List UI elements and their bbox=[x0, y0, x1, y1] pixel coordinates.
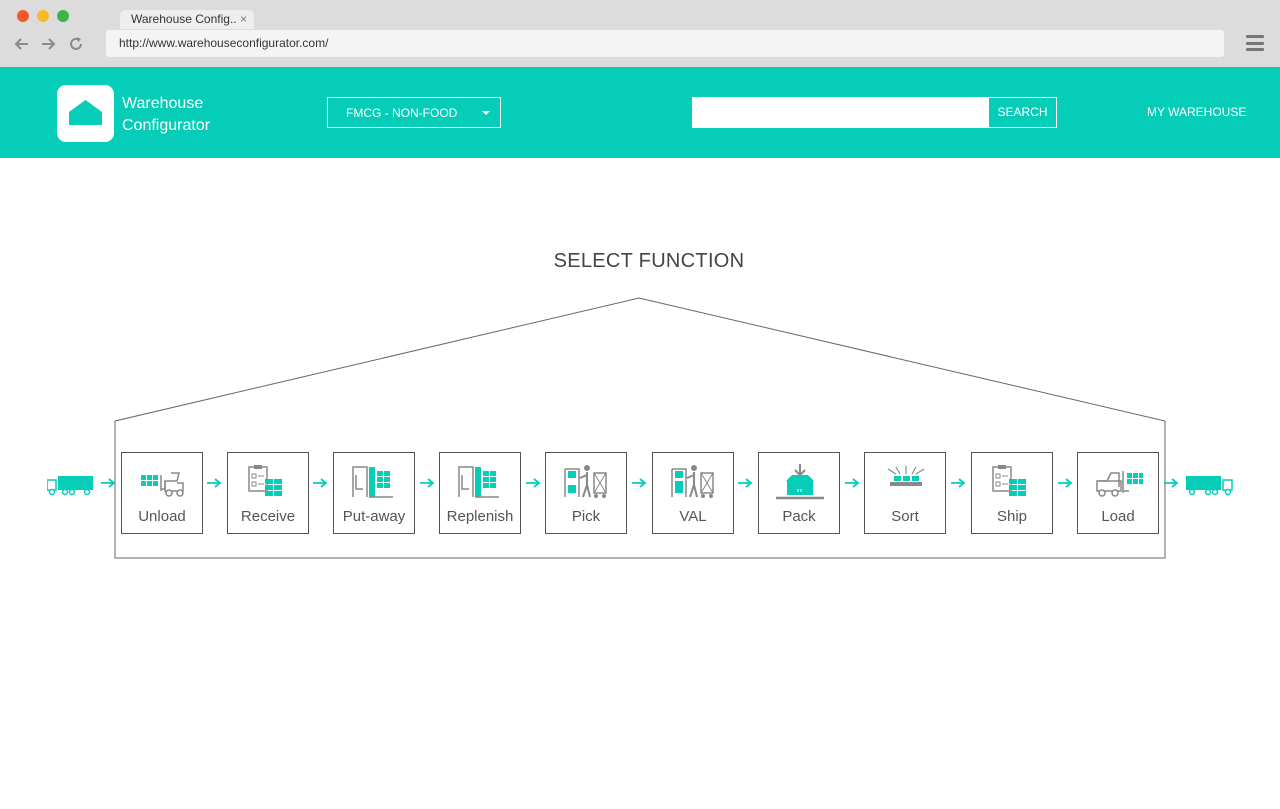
function-receive[interactable]: Receive bbox=[227, 452, 309, 534]
put-away-icon bbox=[352, 466, 393, 498]
flow-arrow-icon bbox=[101, 478, 116, 488]
warehouse-logo-icon bbox=[69, 100, 102, 125]
dropdown-value: FMCG - NON-FOOD bbox=[346, 106, 458, 120]
my-warehouse-link[interactable]: MY WAREHOUSE bbox=[1147, 105, 1247, 119]
close-window-button[interactable] bbox=[17, 10, 29, 22]
maximize-window-button[interactable] bbox=[57, 10, 69, 22]
flow-arrow-icon bbox=[1164, 478, 1179, 488]
logo-line-1: Warehouse bbox=[122, 95, 204, 112]
page-title: SELECT FUNCTION bbox=[553, 250, 745, 272]
flow-arrow-icon bbox=[313, 478, 328, 488]
function-ship[interactable]: Ship bbox=[971, 452, 1053, 534]
flow-arrow-icon bbox=[951, 478, 966, 488]
flow-arrow-icon bbox=[207, 478, 222, 488]
search-input[interactable] bbox=[692, 97, 988, 128]
function-label: Ship bbox=[996, 508, 1028, 525]
industry-dropdown[interactable]: FMCG - NON-FOOD bbox=[327, 97, 501, 128]
address-bar[interactable]: http://www.warehouseconfigurator.com/ bbox=[106, 30, 1224, 57]
pack-box-icon bbox=[776, 464, 824, 500]
tab-close-icon[interactable]: × bbox=[239, 12, 247, 26]
flow-arrow-icon bbox=[420, 478, 435, 488]
replenish-icon bbox=[458, 466, 499, 498]
function-label: Pack bbox=[782, 508, 816, 525]
ship-clipboard-icon bbox=[992, 465, 1026, 496]
browser-chrome: Warehouse Config.. × http://www.warehous… bbox=[0, 0, 1280, 67]
outbound-truck-icon bbox=[1186, 476, 1233, 496]
function-unload[interactable]: Unload bbox=[121, 452, 203, 534]
function-label: VAL bbox=[679, 508, 707, 525]
function-put-away[interactable]: Put-away bbox=[333, 452, 415, 534]
function-label: Unload bbox=[138, 508, 186, 525]
function-pick[interactable]: Pick bbox=[545, 452, 627, 534]
load-forklift-icon bbox=[1096, 471, 1143, 497]
flow-arrow-icon bbox=[845, 478, 860, 488]
flow-arrow-icon bbox=[1058, 478, 1073, 488]
receive-clipboard-icon bbox=[248, 465, 282, 496]
inbound-truck-icon bbox=[47, 476, 93, 496]
address-url: http://www.warehouseconfigurator.com/ bbox=[119, 36, 329, 50]
function-pack[interactable]: Pack bbox=[758, 452, 840, 534]
flow-arrow-icon bbox=[738, 478, 753, 488]
search-button[interactable]: SEARCH bbox=[988, 97, 1057, 128]
caret-down-icon bbox=[482, 111, 490, 115]
browser-menu-icon[interactable] bbox=[1246, 35, 1264, 51]
pick-worker-icon bbox=[564, 465, 607, 498]
function-replenish[interactable]: Replenish bbox=[439, 452, 521, 534]
function-load[interactable]: Load bbox=[1077, 452, 1159, 534]
reload-icon[interactable] bbox=[67, 35, 85, 53]
val-worker-icon bbox=[671, 465, 714, 498]
function-label: Load bbox=[1101, 508, 1135, 525]
tab-title: Warehouse Config.. bbox=[131, 12, 237, 26]
minimize-window-button[interactable] bbox=[37, 10, 49, 22]
back-arrow-icon[interactable] bbox=[13, 35, 31, 53]
logo-line-2: Configurator bbox=[122, 117, 211, 134]
flow-arrow-icon bbox=[632, 478, 647, 488]
logo[interactable] bbox=[57, 85, 114, 142]
unload-forklift-icon bbox=[141, 472, 184, 497]
function-sort[interactable]: Sort bbox=[864, 452, 946, 534]
function-label: Sort bbox=[891, 508, 919, 525]
logo-text[interactable]: Warehouse Configurator bbox=[122, 93, 210, 137]
sort-icon bbox=[887, 466, 925, 486]
function-label: Replenish bbox=[446, 508, 514, 525]
app-header: Warehouse Configurator FMCG - NON-FOOD S… bbox=[0, 67, 1280, 158]
flow-arrow-icon bbox=[526, 478, 541, 488]
function-label: Pick bbox=[571, 508, 601, 525]
function-label: Receive bbox=[240, 508, 296, 525]
function-val[interactable]: VAL bbox=[652, 452, 734, 534]
function-label: Put-away bbox=[342, 508, 406, 525]
browser-tab[interactable]: Warehouse Config.. × bbox=[120, 10, 254, 29]
forward-arrow-icon[interactable] bbox=[39, 35, 57, 53]
